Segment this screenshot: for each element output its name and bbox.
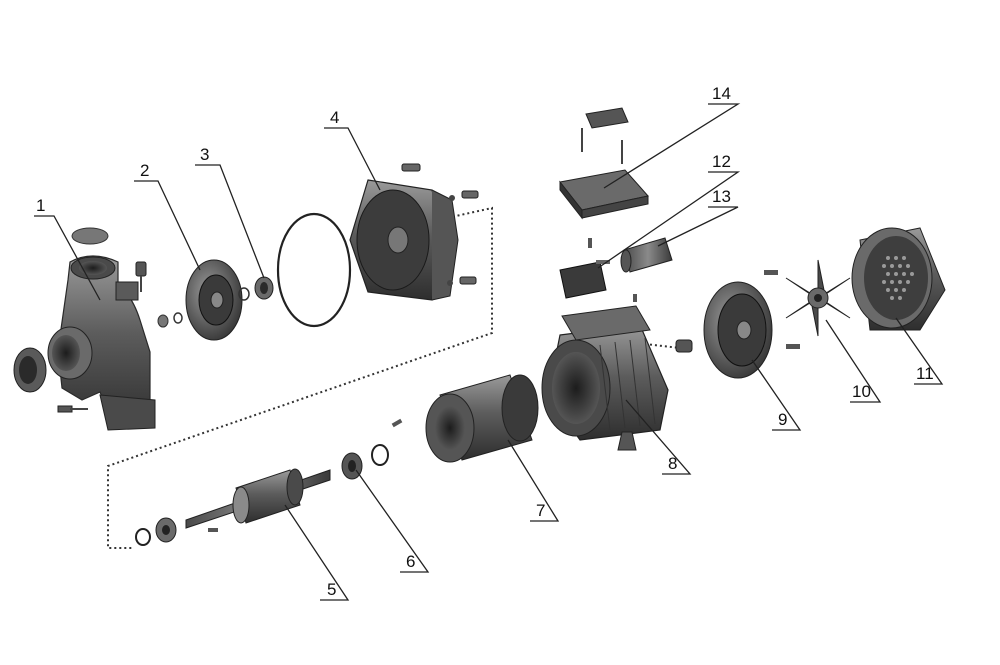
- assembly-guide-line-motor: [644, 343, 681, 349]
- fan-cover: [851, 227, 946, 331]
- callout-9: 9: [778, 410, 787, 429]
- bearing: [341, 418, 403, 480]
- rotor-shaft: [135, 468, 331, 546]
- o-ring-large: [276, 212, 352, 328]
- leader-14: [603, 103, 741, 189]
- callout-8: 8: [668, 454, 677, 473]
- capacitor: [620, 237, 673, 273]
- motor-housing: [541, 294, 693, 451]
- callout-5: 5: [327, 580, 336, 599]
- callout-3: 3: [200, 145, 209, 164]
- mechanical-seal: [238, 276, 274, 301]
- leader-13: [657, 206, 739, 247]
- leader-12: [597, 171, 741, 269]
- callout-13: 13: [712, 187, 731, 206]
- leader-1: [34, 215, 101, 301]
- leader-2: [134, 180, 201, 271]
- leader-10: [825, 319, 882, 403]
- pump-casing: [13, 227, 156, 431]
- leader-8: [625, 399, 692, 475]
- terminal-box-cover: [559, 107, 649, 220]
- leader-11: [895, 317, 944, 385]
- callout-12: 12: [712, 152, 731, 171]
- callout-leaders: [34, 103, 944, 601]
- callout-14: 14: [712, 84, 731, 103]
- callout-4: 4: [330, 108, 339, 127]
- rear-end-cover: [703, 281, 773, 379]
- pump-bracket: [349, 163, 479, 301]
- leader-5: [284, 504, 350, 601]
- callout-1: 1: [36, 196, 45, 215]
- terminal-block: [559, 238, 610, 299]
- impeller: [157, 259, 243, 341]
- leader-9: [751, 359, 802, 431]
- cooling-fan: [764, 259, 851, 349]
- callout-7: 7: [536, 501, 545, 520]
- callout-10: 10: [852, 382, 871, 401]
- assembly-guide-line: [107, 206, 493, 549]
- stator: [425, 374, 539, 463]
- leader-3: [195, 164, 265, 279]
- leader-4: [324, 127, 381, 191]
- leader-7: [507, 439, 560, 522]
- callout-labels: 1 2 3 4 5 6 7 8 9 10 11 12 13 14: [36, 84, 934, 599]
- leader-6: [355, 469, 430, 573]
- callout-6: 6: [406, 552, 415, 571]
- callout-11: 11: [916, 364, 934, 383]
- callout-2: 2: [140, 161, 149, 180]
